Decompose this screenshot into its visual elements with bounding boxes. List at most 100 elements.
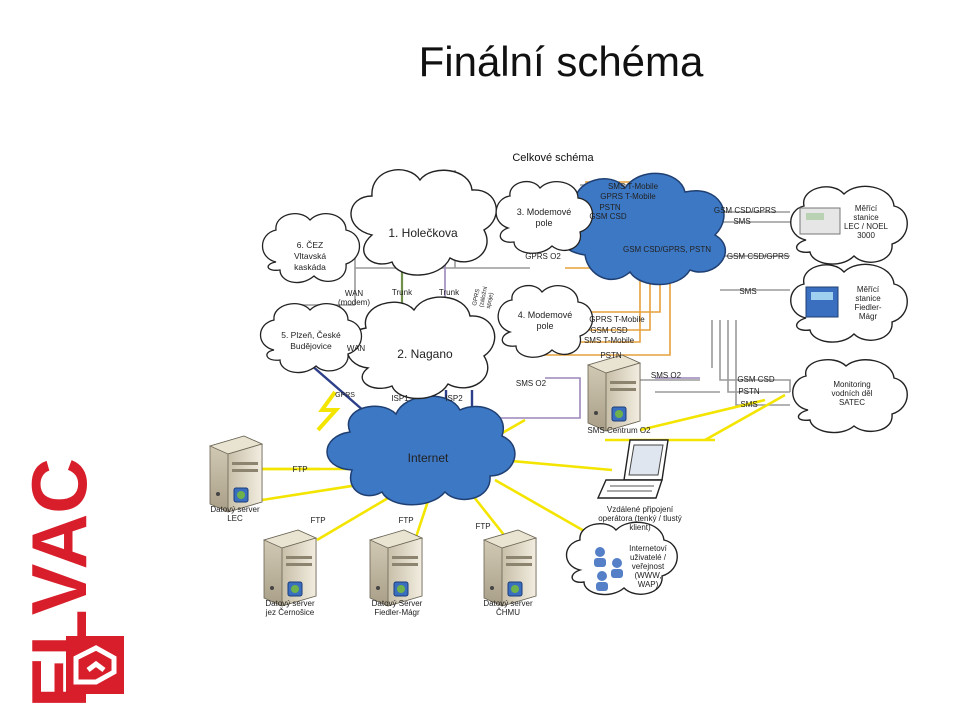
lbl-pstn-top: PSTN [599,203,621,212]
site-modem3-line2: pole [535,218,552,228]
operator-line3: klient) [629,523,651,532]
lbl-sms-o2-left: SMS O2 [516,379,547,388]
lbl-gsm-csd-satec: GSM CSD [737,375,775,384]
satec-line3: SATEC [839,398,865,407]
public-users-line3: veřejnost [632,562,665,571]
elvac-logo: ELVAC [15,455,138,720]
server-lec: Datový server LEC [209,435,263,523]
site-modem3-line1: 3. Modemové [517,207,572,217]
lbl-trunk1: Trunk [392,288,413,297]
cloud-satec: Monitoring vodních děl SATEC [792,359,908,434]
lbl-ftp-fied: FTP [398,516,413,525]
site-nagano-label: 2. Nagano [397,347,453,361]
site-cloud-holeckova: 1. Holečkova [350,169,498,276]
lbl-pstn-satec: PSTN [738,387,760,396]
fiedler-stations-line3: Fiedler- [854,303,881,312]
site-cloud-cez: 6. ČEZ Vltavská kaskáda [261,213,361,284]
lbl-sms-right-top: SMS [733,217,750,226]
lbl-gprs-backup-1: GPRS [472,289,481,307]
laptop-icon [596,439,669,499]
slide-title: Finální schéma [419,38,704,85]
public-users-line2: uživatelé / [630,553,667,562]
satec-line1: Monitoring [833,380,870,389]
server-sms-centrum: SMS Centrum O2 [587,354,651,435]
lbl-sms-o2-right: SMS O2 [651,371,682,380]
lbl-sms-fiedler: SMS [739,287,756,296]
lbl-sms-tmobile-4: SMS T-Mobile [584,336,635,345]
site-plzen-line2: Budějovice [290,341,332,351]
lbl-gprs-plzen: GPRS [335,392,355,399]
datalogger-icon [799,207,841,235]
cloud-fiedler-stations: Měřící stanice Fiedler- Mágr [790,263,908,343]
server-lec-line2: LEC [227,514,243,523]
lbl-isp1: ISP1 [391,394,409,403]
lbl-gprs-tmobile-4: GPRS T-Mobile [589,315,645,324]
link-labels: SMS T-Mobile GPRS T-Mobile PSTN GSM CSD … [292,182,789,531]
lbl-wan-modem-1: WAN [345,289,364,298]
lec-stations-line3: LEC / NOEL [844,222,889,231]
lec-stations-line1: Měřící [855,204,878,213]
lbl-ftp-chmu: FTP [475,522,490,531]
lbl-gprs-tmobile-top: GPRS T-Mobile [600,192,656,201]
server-cernosice-line2: jez Černošice [265,608,315,617]
lbl-ftp-lec: FTP [292,465,307,474]
site-plzen-line1: 5. Plzeň, České [281,330,341,340]
server-cernosice-line1: Datový server [265,599,315,608]
cloud-public-users: Internetoví uživatelé / veřejnost (WWW, … [565,521,678,596]
lbl-gprs-backup-3: spoje) [486,292,495,309]
lec-stations-line2: stanice [853,213,879,222]
fiedler-stations-line2: stanice [855,294,881,303]
sms-centrum-label: SMS Centrum O2 [587,426,651,435]
lbl-wan: WAN [347,344,366,353]
lbl-gsm-csd-gprs-right: GSM CSD/GPRS [714,206,776,215]
lbl-isp2: ISP2 [445,394,463,403]
server-fiedler-line1: Datový Server [372,599,423,608]
lbl-gprs-o2: GPRS O2 [525,252,561,261]
lbl-gsm-csd-4: GSM CSD [590,326,628,335]
operator-line1: Vzdálené připojení [607,505,674,514]
site-cloud-nagano: 2. Nagano [346,296,496,400]
lbl-wan-modem-2: (modem) [338,298,370,307]
lbl-gsm-csd-gprs-mid: GSM CSD/GPRS [727,252,789,261]
lbl-gsm-csd-top: GSM CSD [589,212,627,221]
operator-line2: operátora (tenký / tlustý [598,514,682,523]
public-users-line5: WAP) [638,580,659,589]
elvac-emblem [66,636,124,694]
site-cez-line2: Vltavská [294,251,326,261]
site-cloud-modem3: 3. Modemové pole [495,180,594,254]
diagram-subtitle: Celkové schéma [512,152,594,164]
server-fiedler: Datový Server Fiedler-Mágr [369,529,423,617]
users-icon [594,547,623,591]
lbl-gprs-backup-2: (záložní [479,286,489,308]
lec-stations-line4: 3000 [857,231,875,240]
server-chmu: Datový server ČHMU [483,529,537,617]
site-cloud-modem4: 4. Modemové pole [497,284,594,358]
public-users-line1: Internetoví [629,544,668,553]
site-holeckova-label: 1. Holečkova [388,226,458,240]
site-cez-line1: 6. ČEZ [297,240,323,250]
lbl-trunk2: Trunk [439,288,460,297]
internet-cloud: Internet [326,395,516,506]
site-cloud-plzen: 5. Plzeň, České Budějovice [259,303,363,374]
gprs-lightning-icon [316,390,341,432]
lbl-ftp-cer: FTP [310,516,325,525]
laptop-operator: Vzdálené připojení operátora (tenký / tl… [596,439,682,532]
fiedler-stations-line4: Mágr [859,312,878,321]
fiedler-stations-line1: Měřící [857,285,880,294]
lbl-sms-tmobile-top: SMS T-Mobile [608,182,659,191]
lbl-pstn-4: PSTN [600,351,622,360]
lbl-sms-satec: SMS [740,400,757,409]
server-chmu-line2: ČHMU [496,608,520,617]
lbl-gsm-csd-gprs-pstn: GSM CSD/GPRS, PSTN [623,245,711,254]
internet-label: Internet [408,451,449,465]
site-cez-line3: kaskáda [294,262,326,272]
cloud-lec-stations: Měřící stanice LEC / NOEL 3000 [790,185,908,265]
site-modem4-line1: 4. Modemové [518,310,573,320]
server-chmu-line1: Datový server [483,599,533,608]
satec-line2: vodních děl [832,389,873,398]
site-modem4-line2: pole [536,321,553,331]
server-lec-line1: Datový server [210,505,260,514]
public-users-line4: (WWW, [634,571,661,580]
server-cernosice: Datový server jez Černošice [263,529,317,617]
